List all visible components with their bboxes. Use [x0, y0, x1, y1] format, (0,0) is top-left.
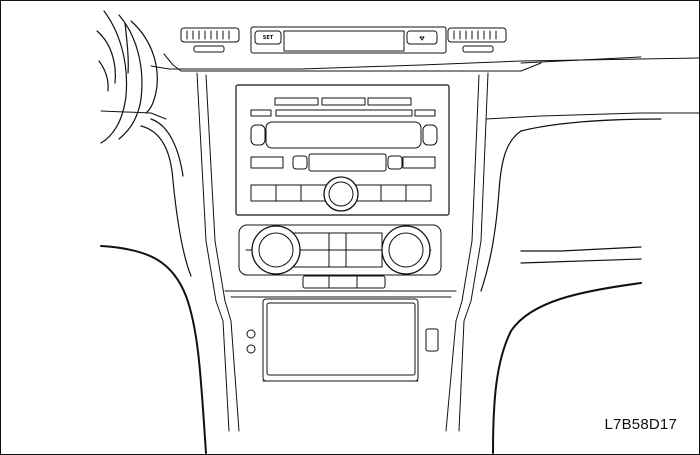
display-screen-icon	[250, 26, 447, 54]
climate-buttons-row	[302, 275, 386, 289]
display-set-button-label: SET	[262, 35, 274, 41]
lower-dashboard-curves	[100, 118, 662, 454]
storage-compartment-icon	[262, 298, 419, 382]
center-console-bezel	[196, 72, 489, 432]
figure-code: L7B58D17	[604, 416, 677, 433]
air-vent-icon	[180, 27, 507, 53]
power-outlet-icon	[246, 328, 439, 354]
dashboard-upper-trim	[100, 53, 699, 120]
steering-wheel-icon	[96, 10, 158, 144]
audio-head-unit-icon	[235, 84, 450, 216]
volume-knob-icon	[323, 176, 359, 212]
climate-knob-left-icon	[251, 225, 301, 275]
climate-knob-right-icon	[381, 225, 431, 275]
